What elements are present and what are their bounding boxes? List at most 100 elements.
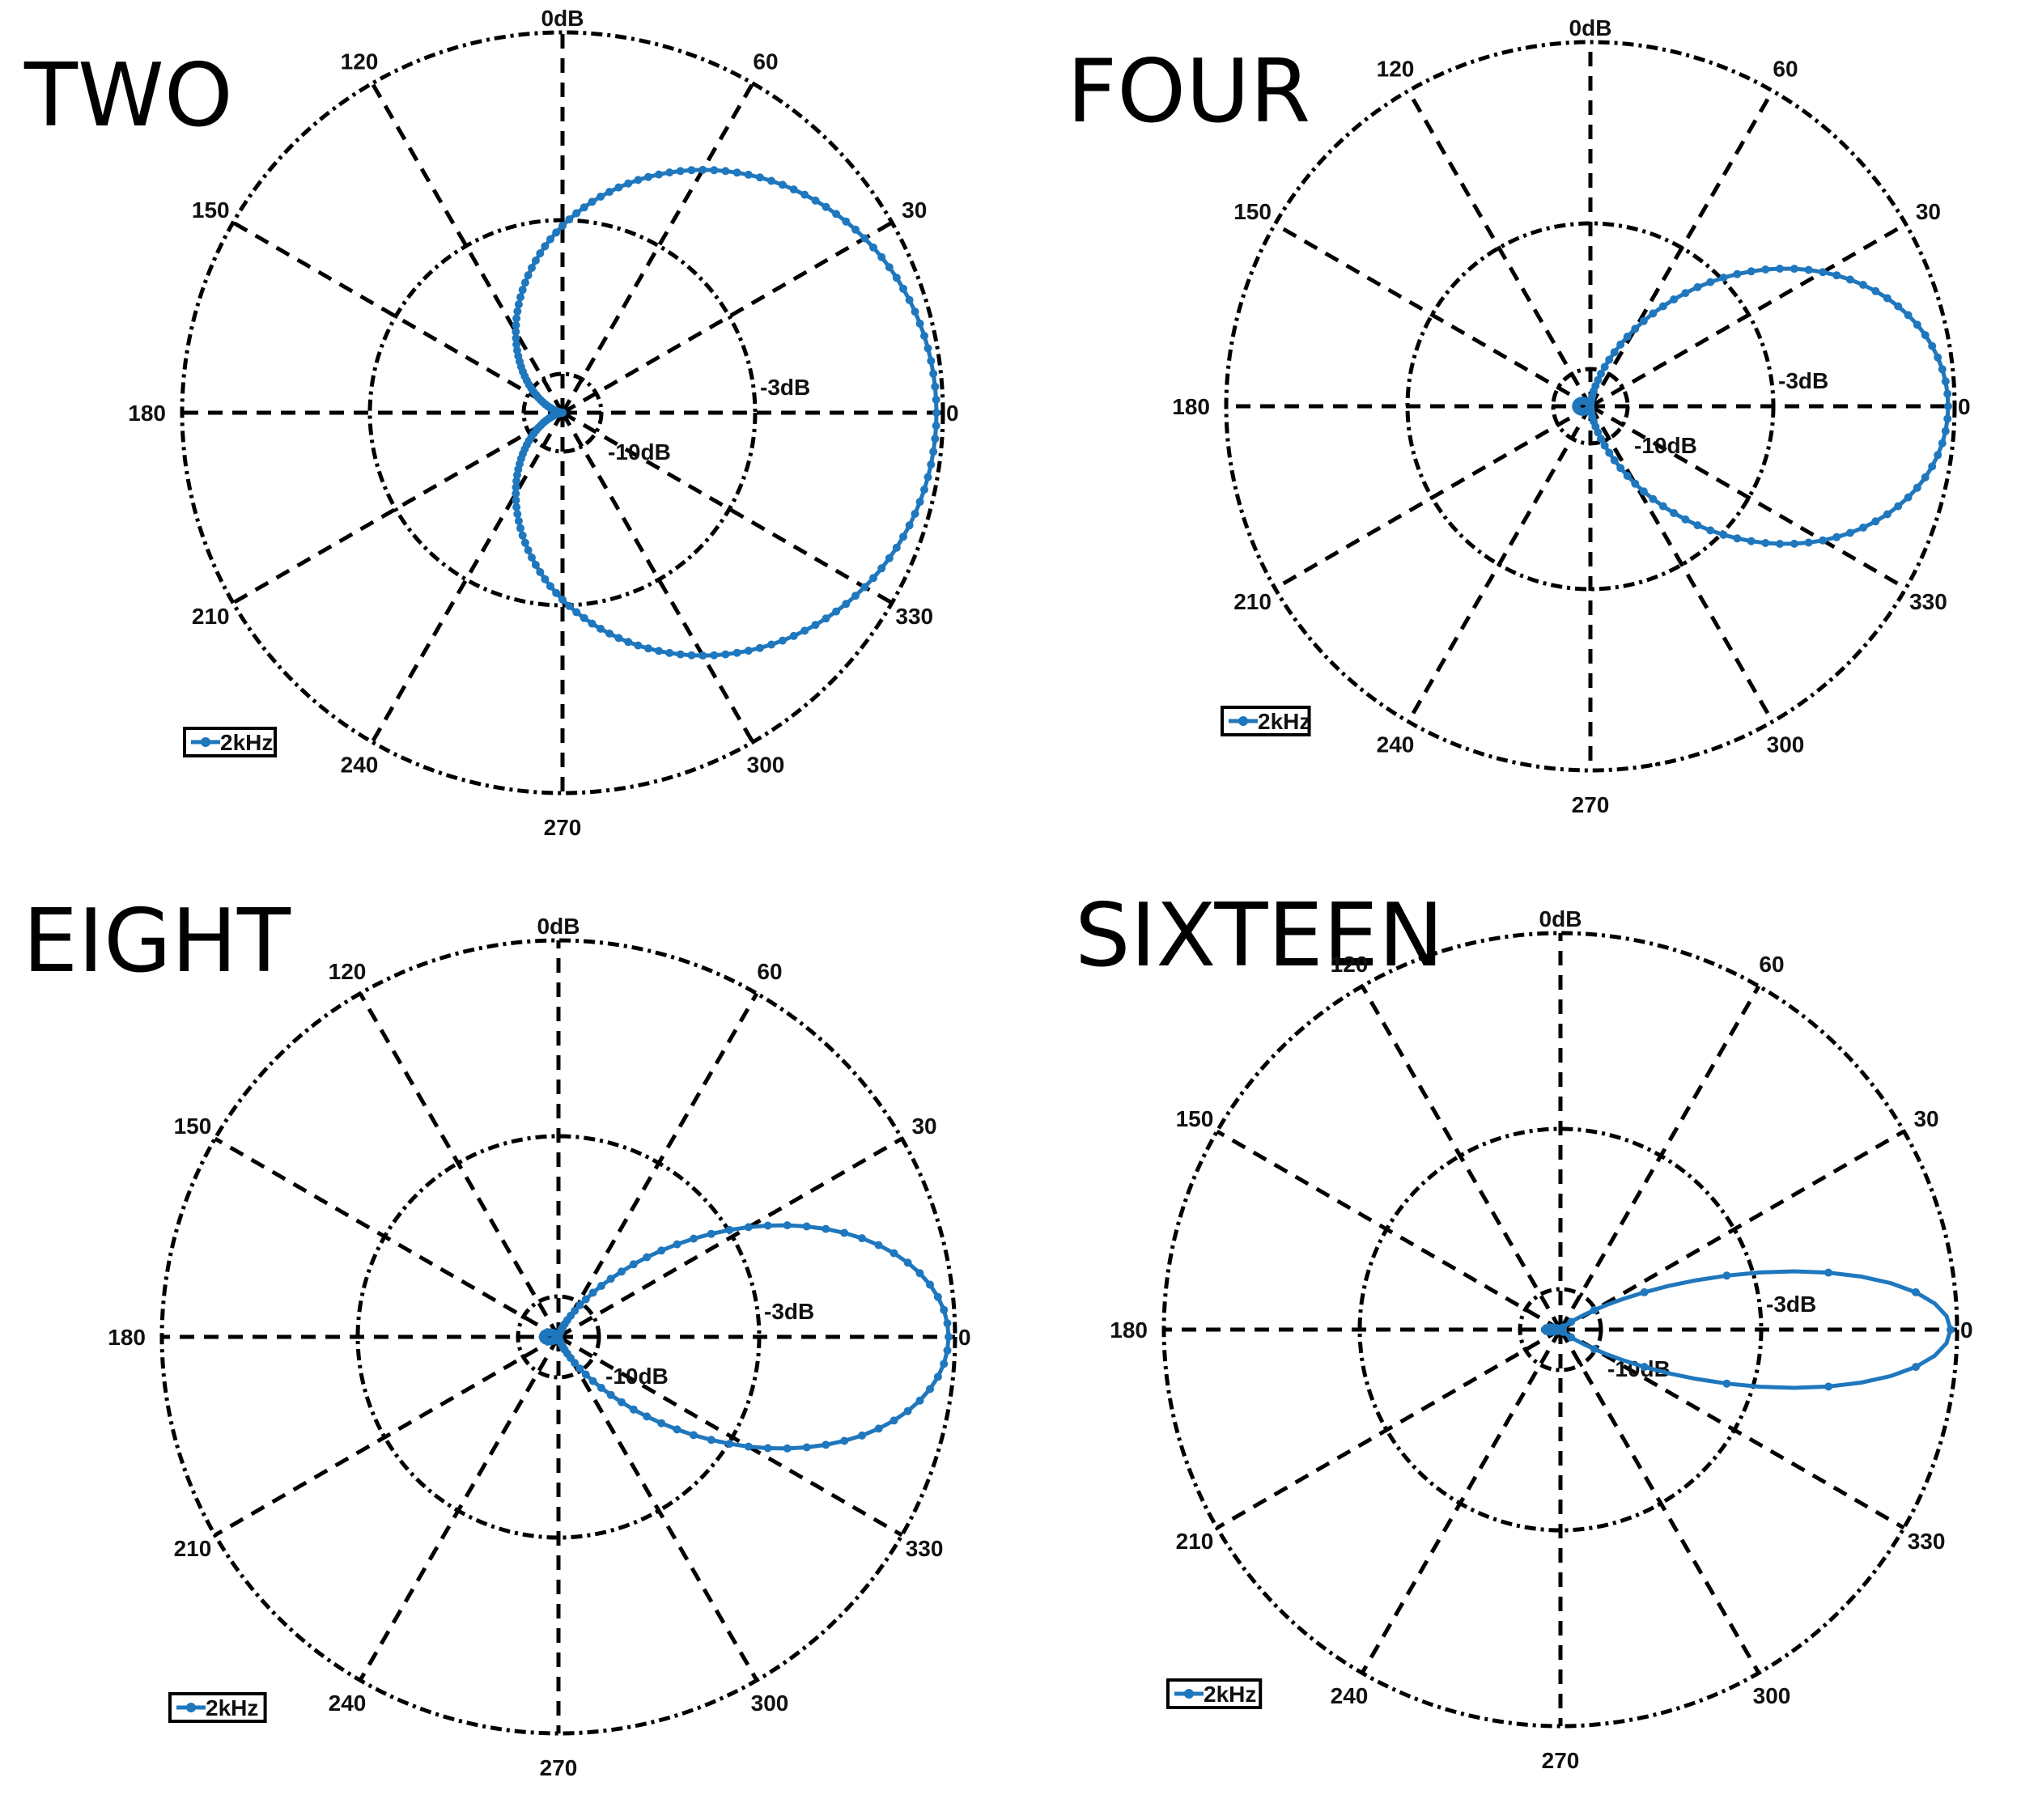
series-point [528, 554, 536, 562]
angle-label-240: 240 [341, 753, 379, 778]
ring-0 [159, 938, 957, 1736]
series-point [1947, 1326, 1955, 1334]
series-point [1597, 369, 1605, 378]
series-point [877, 252, 886, 261]
series-point [1938, 365, 1947, 374]
series-point [513, 307, 522, 316]
series-point [710, 651, 719, 660]
series-point [541, 242, 550, 251]
series-point [707, 1436, 715, 1445]
angle-label-180: 180 [128, 401, 166, 426]
series-point [1790, 265, 1798, 274]
series-point [1639, 316, 1648, 325]
series-point [1943, 389, 1952, 398]
series-point [581, 1370, 590, 1379]
series-point [1540, 1326, 1549, 1334]
series-point [932, 422, 940, 431]
angle-label-210: 210 [192, 604, 230, 629]
series-point [614, 634, 623, 643]
series-point [725, 1225, 734, 1234]
series-point [565, 601, 574, 610]
series-point [911, 509, 919, 518]
series-point [1859, 281, 1867, 289]
series-point [931, 435, 940, 443]
series-point [940, 1360, 949, 1368]
ring-0 [1161, 931, 1959, 1729]
series-point [1594, 428, 1603, 437]
series-point [1824, 1268, 1833, 1277]
series-point [1845, 275, 1854, 284]
series-point [512, 340, 521, 349]
series-point [911, 308, 919, 316]
angle-label-330: 330 [906, 1536, 944, 1561]
spoke-300 [1588, 405, 1775, 723]
legend: 2kHz [168, 1692, 267, 1723]
series-point [858, 1234, 866, 1243]
series-point [915, 498, 924, 507]
series-point [1658, 502, 1667, 511]
series-point [572, 608, 581, 617]
series-point [710, 166, 719, 175]
polar-panel-four: FOUR030601201501802102402703003300dB-3dB… [1067, 15, 1971, 817]
series-point [629, 1260, 638, 1269]
polar-panel-sixteen: SIXTEEN030601201501802102402703003300dB-… [1075, 885, 1973, 1773]
series-point [860, 234, 869, 243]
series-point [811, 196, 820, 205]
legend-marker [1238, 716, 1248, 726]
series-point [558, 409, 567, 417]
angle-label-240: 240 [1377, 732, 1415, 757]
series-point [1719, 274, 1728, 282]
angle-label-270: 270 [544, 815, 582, 840]
series-point [1871, 517, 1880, 526]
series-point [565, 215, 574, 224]
series-point [923, 473, 932, 482]
series-point [1649, 494, 1658, 503]
series-point [606, 1275, 615, 1283]
series-point [1883, 510, 1892, 519]
angle-label-240: 240 [1331, 1683, 1369, 1708]
series-point [1567, 1317, 1576, 1326]
series-point [915, 1269, 924, 1278]
spoke-30 [1559, 1129, 1905, 1332]
series-point [929, 369, 938, 378]
spoke-210 [231, 410, 564, 605]
ring-label-0: 0dB [1569, 15, 1612, 40]
spoke-210 [1216, 1327, 1562, 1530]
series-point [1845, 528, 1854, 537]
series-point [1670, 295, 1679, 303]
series-point [783, 1444, 792, 1453]
series-point [1623, 472, 1632, 480]
series-point [1790, 539, 1798, 548]
spoke-240 [358, 1335, 561, 1682]
series-point [1706, 526, 1715, 535]
angle-label-330: 330 [1909, 589, 1947, 614]
series-point [673, 1240, 681, 1249]
spoke-150 [1216, 1129, 1562, 1332]
series-point [802, 1222, 811, 1231]
spoke-150 [231, 220, 564, 415]
series-point [1928, 462, 1937, 471]
series-point [657, 1246, 666, 1255]
series-point [1832, 532, 1841, 541]
series-point [1894, 302, 1903, 311]
series-point [606, 1390, 615, 1399]
legend-label: 2kHz [220, 730, 273, 755]
series-point [629, 1405, 638, 1414]
series-point [755, 173, 764, 182]
series-point [1944, 402, 1952, 410]
series-point [1605, 448, 1614, 457]
series-point [932, 409, 940, 417]
series-point [877, 564, 886, 573]
series-point [1761, 539, 1770, 547]
angle-label-180: 180 [1172, 394, 1210, 419]
series-point [903, 1258, 912, 1267]
angle-label-150: 150 [1176, 1106, 1214, 1131]
series-point [1832, 271, 1841, 280]
series-point [800, 626, 809, 635]
legend-marker [201, 737, 210, 747]
series-point [1819, 536, 1828, 545]
series-point [597, 625, 605, 633]
series-point [767, 176, 775, 185]
series-point [842, 217, 851, 226]
